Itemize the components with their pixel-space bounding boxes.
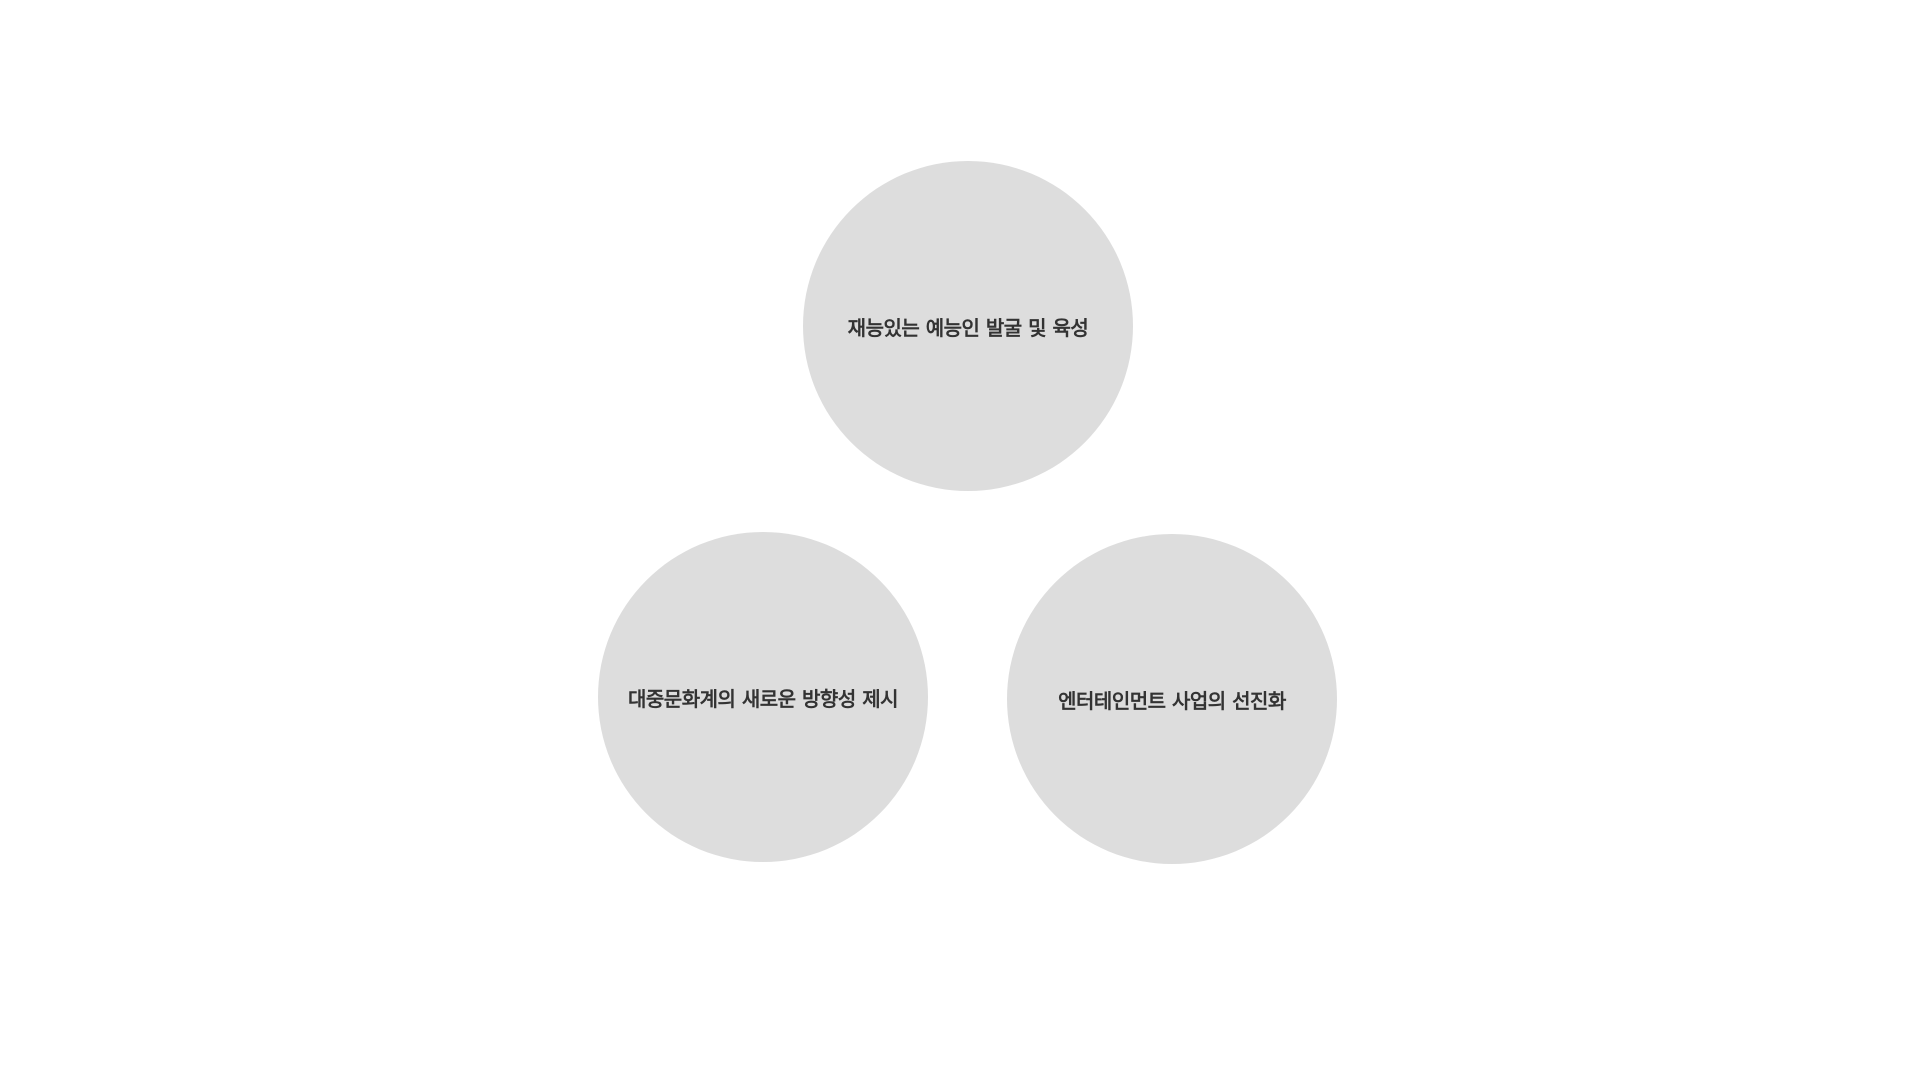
circle-label-industry-advancement: 엔터테인먼트 사업의 선진화 [1058,688,1286,713]
circle-new-direction: 대중문화계의 새로운 방향성 제시 [598,532,928,862]
circle-industry-advancement: 엔터테인먼트 사업의 선진화 [1007,534,1337,864]
circle-label-talent-development: 재능있는 예능인 발굴 및 육성 [847,315,1089,340]
circle-label-new-direction: 대중문화계의 새로운 방향성 제시 [628,686,899,711]
circle-talent-development: 재능있는 예능인 발굴 및 육성 [803,161,1133,491]
